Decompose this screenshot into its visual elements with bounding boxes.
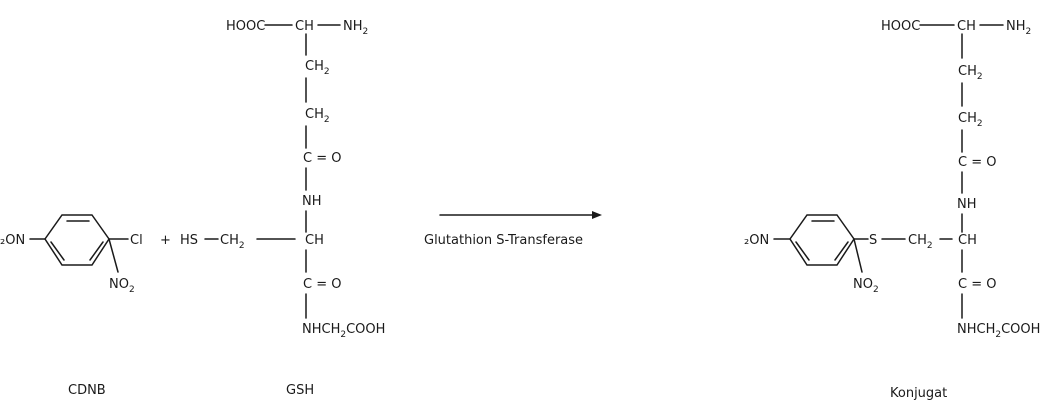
product-ortho-nitro-bond bbox=[853, 238, 863, 273]
cdnb-caption: CDNB bbox=[68, 383, 106, 398]
product-nh-label: NH bbox=[957, 197, 977, 212]
gsh-glycine-label: NHCH2COOH bbox=[302, 322, 385, 340]
product-hooc-label: HOOC bbox=[881, 19, 920, 34]
product-ring-double-bond bbox=[834, 241, 849, 261]
cdnb-molecule: ₂ON Cl NO2 bbox=[0, 214, 143, 295]
cdnb-ring-double-bond bbox=[50, 241, 65, 261]
product-s-label: S bbox=[869, 233, 877, 248]
gsh-carbonyl-label-1: C = O bbox=[303, 151, 341, 166]
product-glycine-label: NHCH2COOH bbox=[957, 322, 1040, 340]
plus-sign: + bbox=[160, 233, 171, 248]
gsh-ch2-label-3: CH2 bbox=[220, 233, 245, 251]
product-nh2-label: NH2 bbox=[1006, 19, 1031, 37]
gsh-caption: GSH bbox=[286, 383, 314, 398]
product-ch-alpha-label: CH bbox=[958, 233, 977, 248]
product-ch-label: CH bbox=[957, 19, 976, 34]
gsh-hs-label: HS bbox=[180, 233, 198, 248]
cdnb-ring-double-bond bbox=[89, 241, 104, 261]
reaction-arrow bbox=[439, 211, 602, 219]
product-ch2-label-2: CH2 bbox=[958, 111, 983, 129]
gsh-nh2-label: NH2 bbox=[343, 19, 368, 37]
gsh-hooc-label: HOOC bbox=[226, 19, 265, 34]
enzyme-label: Glutathion S-Transferase bbox=[424, 233, 583, 248]
product-ring-double-bond bbox=[795, 241, 810, 261]
product-carbonyl-label-2: C = O bbox=[958, 277, 996, 292]
gsh-ch2-label-1: CH2 bbox=[305, 59, 330, 77]
gsh-nh-label: NH bbox=[302, 194, 322, 209]
cdnb-chloro-label: Cl bbox=[130, 233, 143, 248]
arrow-head bbox=[592, 211, 602, 219]
product-nitro-left-label: ₂ON bbox=[744, 233, 769, 248]
gsh-ch-label: CH bbox=[295, 19, 314, 34]
gsh-ch-alpha-label: CH bbox=[305, 233, 324, 248]
product-molecule: ₂ON NO2 S CH2 CH HOOC CH NH2 CH2 CH2 C =… bbox=[744, 19, 1040, 340]
gsh-molecule: HOOC CH NH2 CH2 CH2 C = O NH HS CH2 CH C… bbox=[180, 19, 385, 340]
product-carbonyl-label-1: C = O bbox=[958, 155, 996, 170]
product-benzene-ring bbox=[789, 214, 855, 266]
gsh-carbonyl-label-2: C = O bbox=[303, 277, 341, 292]
product-ch2-link-label: CH2 bbox=[908, 233, 933, 251]
cdnb-nitro-left-label: ₂ON bbox=[0, 233, 25, 248]
gsh-ch2-label-2: CH2 bbox=[305, 107, 330, 125]
product-ch2-label-1: CH2 bbox=[958, 64, 983, 82]
product-caption: Konjugat bbox=[890, 386, 947, 401]
cdnb-benzene-ring bbox=[44, 214, 110, 266]
cdnb-ortho-nitro-label: NO2 bbox=[109, 277, 135, 295]
cdnb-ortho-nitro-bond bbox=[108, 238, 119, 273]
product-ortho-nitro-label: NO2 bbox=[853, 277, 879, 295]
